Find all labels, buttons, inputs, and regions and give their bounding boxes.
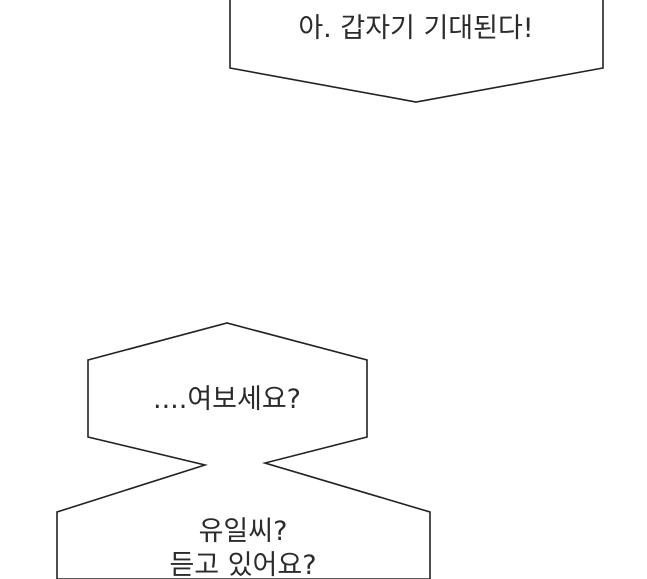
speech-bubble-2-text: ....여보세요? (152, 384, 302, 415)
speech-bubble-1-text: 아. 갑자기 기대된다! (298, 13, 534, 44)
speech-bubble-3-text: 유일씨? 듣고 있어요? (57, 515, 429, 579)
speech-bubble-3-line-1: 유일씨? (198, 516, 288, 547)
speech-bubble-3-line-2: 듣고 있어요? (169, 550, 317, 579)
speech-bubble-2-3-connected (56, 322, 431, 579)
speech-bubble-1 (229, 0, 604, 103)
